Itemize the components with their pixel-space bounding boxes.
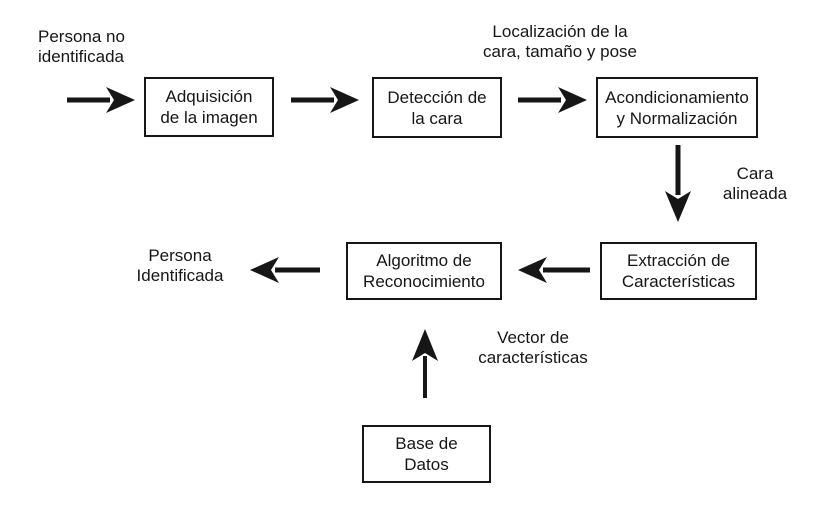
node-acondicionamiento: Acondicionamiento y Normalización <box>596 77 758 138</box>
label-localizacion: Localización de la cara, tamaño y pose <box>482 22 638 61</box>
label-vector-caracteristicas: Vector de características <box>478 328 588 367</box>
node-deteccion-label: Detección de la cara <box>387 87 487 128</box>
node-adquisicion: Adquisición de la imagen <box>144 77 274 137</box>
node-adquisicion-label: Adquisición de la imagen <box>160 87 258 127</box>
arrow-deteccion-a-acondicionamiento <box>518 87 587 113</box>
node-extraccion-label: Extracción de Características <box>621 251 736 291</box>
node-deteccion: Detección de la cara <box>372 77 502 138</box>
node-acondicionamiento-label: Acondicionamiento y Normalización <box>605 87 749 128</box>
node-extraccion: Extracción de Características <box>600 242 757 300</box>
arrow-extraccion-a-algoritmo <box>518 257 590 283</box>
node-base-datos-label: Base de Datos <box>395 434 458 474</box>
arrow-entrada-a-adquisicion <box>67 87 135 113</box>
arrow-algoritmo-a-salida <box>250 257 320 283</box>
label-persona-identificada: Persona Identificada <box>136 246 224 285</box>
arrow-acondicionamiento-a-extraccion <box>665 145 691 222</box>
arrow-adquisicion-a-deteccion <box>291 87 359 113</box>
node-algoritmo-label: Algoritmo de Reconocimiento <box>363 251 485 291</box>
arrow-base-datos-a-algoritmo <box>412 329 438 398</box>
node-algoritmo: Algoritmo de Reconocimiento <box>346 242 502 300</box>
label-cara-alineada: Cara alineada <box>722 164 788 203</box>
label-persona-no-identificada: Persona no identificada <box>38 27 125 66</box>
node-base-datos: Base de Datos <box>362 425 491 483</box>
